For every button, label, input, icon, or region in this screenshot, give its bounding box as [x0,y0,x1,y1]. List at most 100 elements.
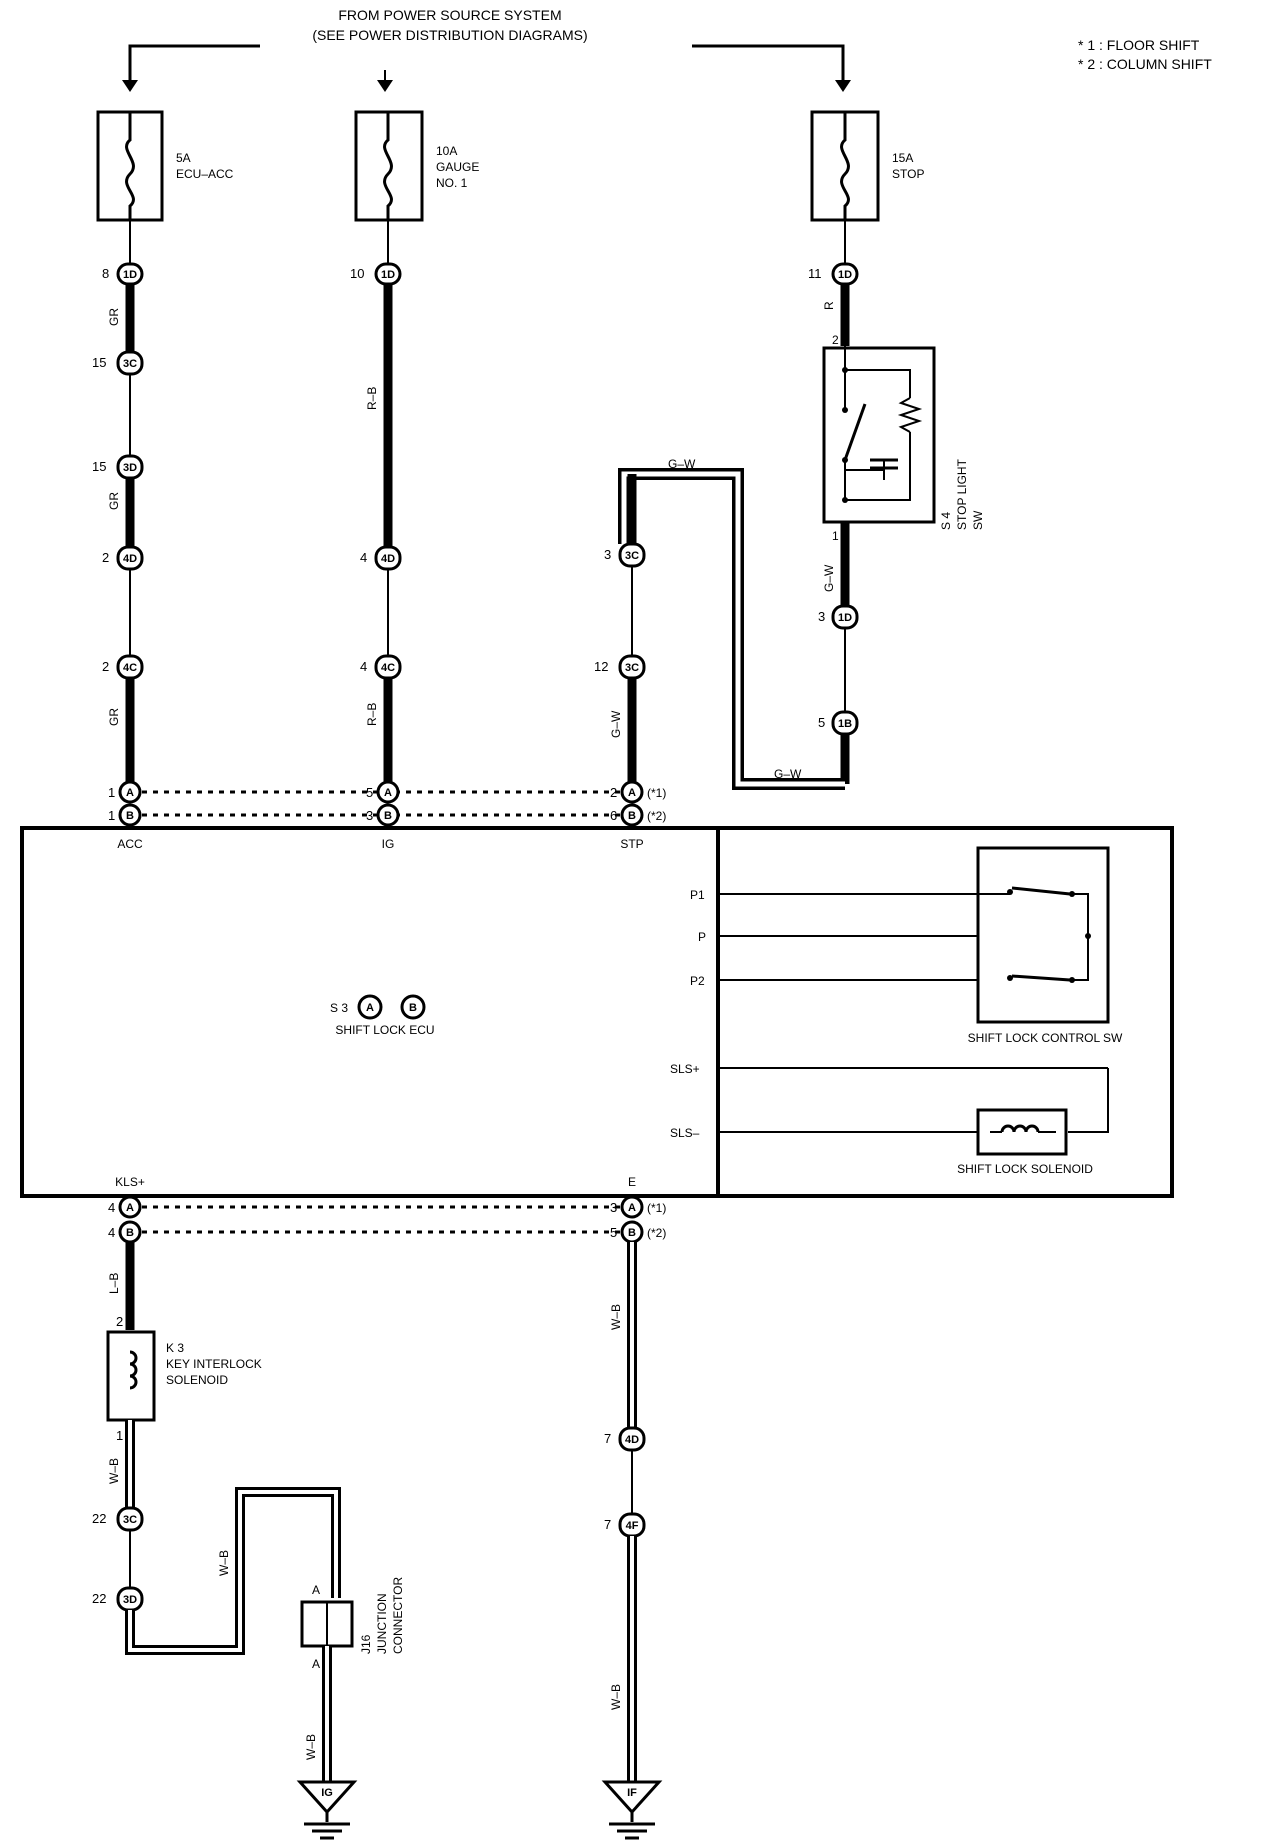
svg-text:3C: 3C [625,662,639,674]
wire-wb-e1: W–B [609,1304,623,1330]
conn-3c-stp-bottom: 3C [618,654,646,680]
wire-gr-1: GR [107,308,121,326]
svg-text:15: 15 [92,459,106,474]
conn-1d-acc: 1D [116,262,144,286]
ecu-id: S 3 [330,1001,348,1015]
svg-text:3: 3 [366,808,373,823]
key-interlock-solenoid: L–B 2 K 3 KEY INTERLOCK SOLENOID 1 W–B [106,1242,262,1508]
ecu-name: SHIFT LOCK ECU [335,1023,434,1037]
header-line1: FROM POWER SOURCE SYSTEM [338,7,561,23]
svg-text:3: 3 [818,609,825,624]
svg-text:1D: 1D [381,269,395,281]
ecu-kls-label: KLS+ [115,1175,145,1189]
svg-text:22: 22 [92,1511,106,1526]
ecu-p1-label: P1 [690,888,705,902]
conn-4c-ig: 4C [374,654,402,680]
j16-id: J16 [359,1634,373,1654]
svg-text:1D: 1D [838,269,852,281]
svg-text:1: 1 [116,1428,123,1443]
ground-if-label: IF [627,1787,637,1799]
svg-text:2: 2 [116,1314,123,1329]
svg-text:5: 5 [366,785,373,800]
power-feed [122,44,851,92]
wire-ig-column: R–B R–B [365,220,393,782]
svg-text:3: 3 [610,1200,617,1215]
conn-1d-stop: 1D [831,262,859,286]
wire-gw-bottom: G–W [774,767,802,781]
wire-stp-column: G–W [609,474,637,782]
junction-connector-j16: A A J16 JUNCTION CONNECTOR W–B [300,1577,405,1782]
wire-gr-3: GR [107,708,121,726]
fuse-stop: 15A STOP [810,110,924,222]
svg-text:A: A [628,787,636,799]
wire-rb-1: R–B [365,387,379,410]
header-line2: (SEE POWER DISTRIBUTION DIAGRAMS) [312,27,587,43]
svg-text:12: 12 [594,659,608,674]
solenoid-label: SHIFT LOCK SOLENOID [957,1162,1093,1176]
k3-name1: KEY INTERLOCK [166,1357,262,1371]
j16-name1: JUNCTION [375,1593,389,1654]
conn-1d-stop-2: 1D [831,604,859,630]
svg-text:B: B [126,810,134,822]
shift-lock-solenoid: SHIFT LOCK SOLENOID [957,1068,1109,1176]
wire-gw-stp: G–W [609,710,623,738]
svg-text:4F: 4F [626,1520,639,1532]
wire-e-column: W–B 4D 7 4F 7 W–B [604,1242,646,1782]
conn-4d-ig: 4D [374,545,402,571]
svg-text:3C: 3C [625,550,639,562]
svg-text:B: B [384,810,392,822]
svg-text:4: 4 [108,1225,115,1240]
stop-sw-name2: SW [971,510,985,530]
ecu-p-label: P [698,930,706,944]
svg-text:2: 2 [102,550,109,565]
ecu-b-stp: B [620,803,644,827]
ecu-top-connectors: A B 1 1 A B 5 3 A B 2 6 (*1) (*2) [108,780,666,827]
fuse-gauge-amp: 10A [436,144,457,158]
svg-text:A: A [126,787,134,799]
k3-id: K 3 [166,1341,184,1355]
fuse-stop-amp: 15A [892,151,913,165]
shift-lock-control-switch: SHIFT LOCK CONTROL SW [968,846,1123,1045]
ground-if: IF [601,1780,663,1840]
wire-gw-stop: G–W [822,564,836,592]
fuse-stop-name: STOP [892,167,924,181]
fuse-gauge-no1: 10A GAUGE NO. 1 [354,110,479,222]
j16-name2: CONNECTOR [391,1577,405,1654]
ecu-ig-label: IG [382,837,395,851]
wire-acc-column: GR GR GR [107,220,135,782]
svg-text:(*2): (*2) [647,809,666,823]
svg-text:4C: 4C [123,662,137,674]
ecu-slsp-label: SLS+ [670,1062,700,1076]
svg-text:11: 11 [808,266,822,281]
svg-text:(*1): (*1) [647,1201,666,1215]
connectors: 1D 8 3C 15 3D 15 4D 2 4C 2 1D 10 4D 4 4C… [92,262,859,736]
wire-wb-e2: W–B [609,1684,623,1710]
ecu-b-ig: B [376,803,400,827]
svg-text:8: 8 [102,266,109,281]
svg-text:2: 2 [102,659,109,674]
ecu-a-ig: A [376,780,400,804]
svg-text:4: 4 [360,550,367,565]
svg-text:10: 10 [350,266,364,281]
svg-text:3: 3 [604,547,611,562]
svg-text:1: 1 [108,808,115,823]
conn-4c-acc: 4C [116,654,144,680]
svg-text:B: B [628,810,636,822]
svg-text:3C: 3C [123,1514,137,1526]
note-floor-shift: * 1 : FLOOR SHIFT [1078,37,1200,53]
j16-a2: A [312,1657,320,1671]
stop-sw-pin1: 1 [832,529,839,543]
ground-ig: IG [296,1780,358,1840]
svg-text:1B: 1B [838,718,852,730]
svg-text:3D: 3D [123,1594,137,1606]
svg-text:6: 6 [610,808,617,823]
svg-text:A: A [628,1202,636,1214]
wire-wb-loop: W–B [217,1550,231,1576]
svg-text:1D: 1D [838,612,852,624]
lower-left-connectors: 3C 22 3D 22 W–B [92,1487,341,1655]
wire-gw-top: G–W [668,457,696,471]
svg-text:3C: 3C [123,358,137,370]
svg-text:22: 22 [92,1591,106,1606]
svg-text:4D: 4D [123,553,137,565]
ecu-bottom-connectors: A B 4 4 A B 3 5 (*1) (*2) [108,1195,666,1244]
